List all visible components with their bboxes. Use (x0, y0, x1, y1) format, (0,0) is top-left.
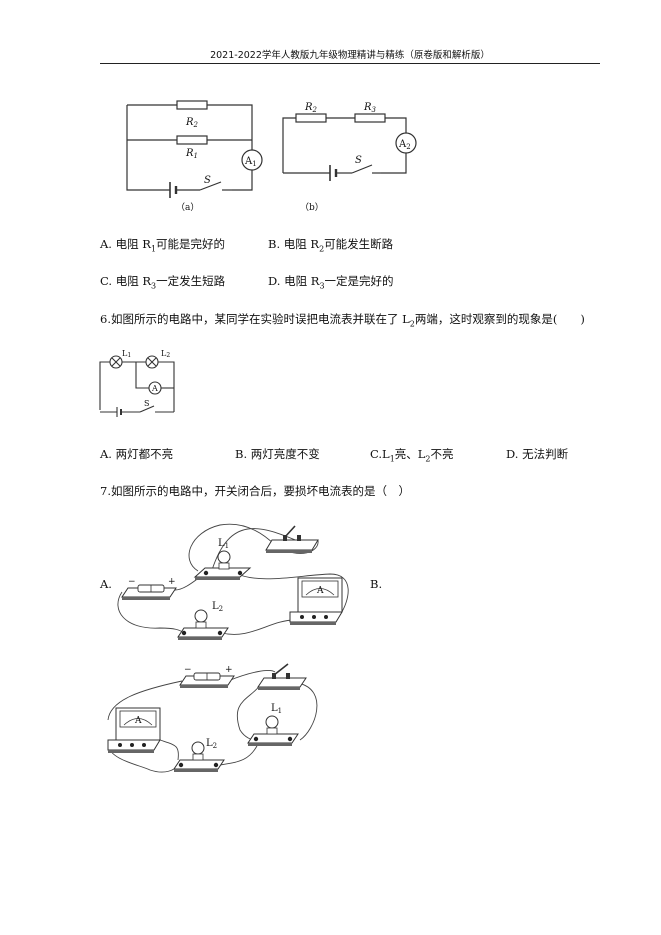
label-l1-q6: L1 (122, 349, 131, 359)
label-l1-figb: L1 (271, 703, 282, 715)
q5-option-b[interactable]: B. 电阻 R2可能发生断路 (268, 237, 394, 254)
ammeter-device-b (107, 707, 161, 753)
switch-board-a (265, 525, 319, 553)
lamp-l2-a (177, 609, 229, 640)
wires-a (117, 523, 349, 635)
label-s-q6: S (144, 399, 149, 408)
minus-figb: − (184, 665, 192, 675)
q6-question: 6.如图所示的电路中，某同学在实验时误把电流表并联在了 L2两端，这时观察到的现… (100, 312, 585, 329)
q6-option-a[interactable]: A. 两灯都不亮 (100, 447, 174, 461)
battery-holder-b (179, 672, 235, 688)
label-a1: A1 (244, 156, 257, 168)
wires-b (107, 670, 318, 773)
q5-option-c[interactable]: C. 电阻 R3一定发生短路 (100, 274, 226, 291)
label-a2: A2 (398, 139, 411, 151)
label-a-q6: A (151, 384, 158, 393)
q6-option-d[interactable]: D. 无法判断 (506, 447, 569, 461)
label-l2-figa: L2 (212, 601, 223, 613)
label-s-b: S (355, 155, 362, 166)
battery-holder-a (121, 584, 177, 600)
lamp-l1-a (193, 550, 252, 580)
q5-option-d[interactable]: D. 电阻 R3一定是完好的 (268, 274, 394, 291)
switch-b (351, 164, 373, 174)
caption-a: （a） (176, 202, 199, 213)
q7-label-b[interactable]: B. (370, 577, 383, 591)
label-r3-b: R3 (363, 102, 377, 114)
page-header: 2021-2022学年人教版九年级物理精讲与精练（原卷版和解析版） (210, 50, 490, 61)
label-l2-q6: L2 (161, 349, 170, 359)
label-r2-b: R2 (304, 102, 318, 114)
lamp-l1-b (247, 715, 299, 746)
q6-option-b[interactable]: B. 两灯亮度不变 (235, 447, 320, 461)
label-s-a: S (204, 175, 211, 186)
q5-option-a[interactable]: A. 电阻 R1可能是完好的 (100, 237, 226, 254)
q6-option-c[interactable]: C.L1亮、L2不亮 (370, 447, 454, 464)
label-r1-a: R1 (185, 148, 198, 160)
switch-q6 (139, 405, 155, 413)
minus-figa: − (128, 577, 136, 587)
bulb-l2-b-icon (191, 741, 205, 755)
label-l1-figa: L1 (218, 538, 229, 550)
switch-a (199, 181, 222, 191)
label-a-figb: A (134, 716, 142, 726)
bulb-l1-b-icon (265, 715, 279, 729)
q7-label-a[interactable]: A. (100, 577, 112, 591)
lamp-l2-b (173, 741, 225, 772)
plus-figb: + (225, 665, 233, 675)
ammeter-device-a (289, 577, 343, 625)
label-l2-figb: L2 (206, 738, 217, 750)
header-rule (100, 63, 600, 64)
caption-b: （b） (300, 202, 324, 213)
q7-question: 7.如图所示的电路中，开关闭合后，要损坏电流表的是（ ） (100, 484, 410, 498)
label-a-figa: A (316, 586, 324, 596)
switch-board-b (257, 663, 307, 690)
label-r2-a: R2 (185, 117, 199, 129)
plus-figa: + (168, 577, 176, 587)
